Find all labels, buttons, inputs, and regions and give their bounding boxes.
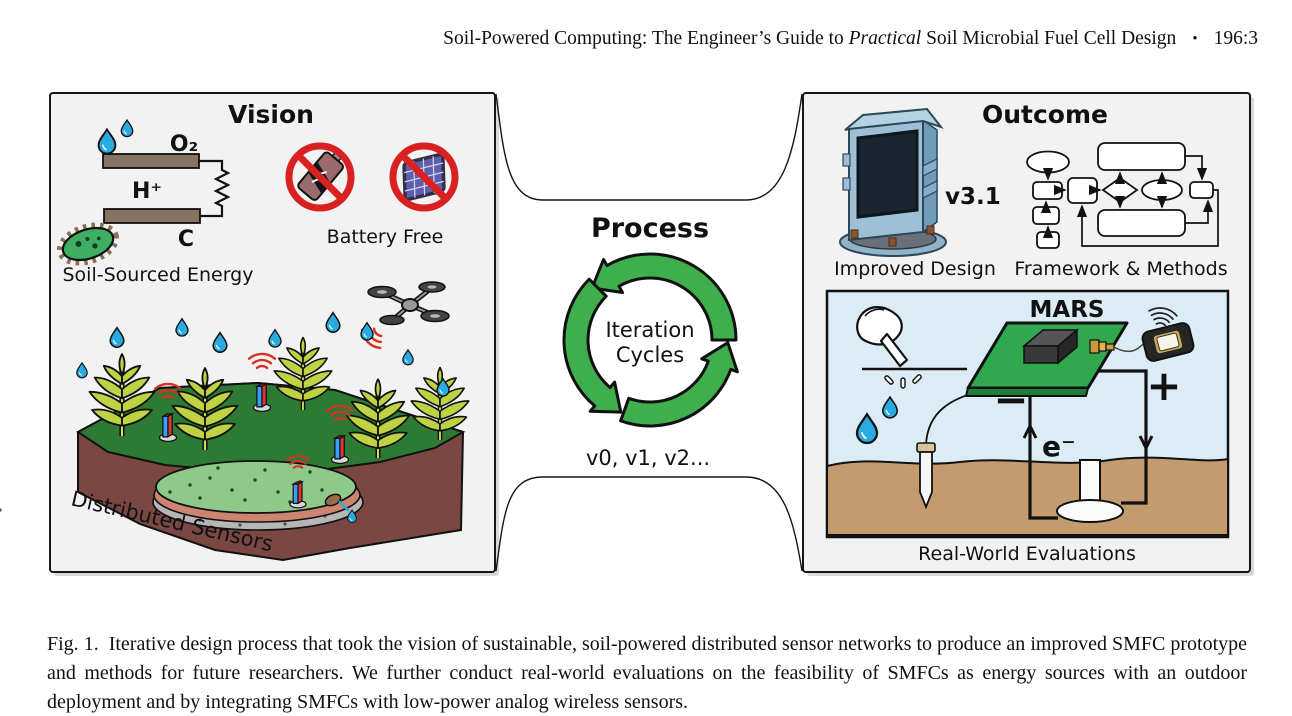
- figure-caption-number: Fig. 1.: [47, 633, 99, 655]
- device-render-icon: [839, 107, 947, 257]
- soil-electrode-icon: [1056, 459, 1124, 523]
- anode-electrode-icon: [103, 208, 201, 224]
- versions-label: v0, v1, v2...: [586, 446, 710, 470]
- sma-connector-icon: [1089, 339, 1115, 354]
- drain-pipe-icon: [324, 493, 342, 507]
- funnel-bottom-curve: [495, 476, 803, 572]
- vision-panel: Vision O₂ H⁺ C Soil-Sourced Energy: [0, 92, 496, 573]
- mars-title: MARS: [1030, 297, 1105, 323]
- flowchart-icon: [1026, 142, 1219, 249]
- cycle-arrows-icon: [562, 252, 739, 428]
- carbon-label: C: [178, 227, 194, 252]
- cathode-electrode-icon: [102, 153, 200, 169]
- header-separator-dot: •: [1192, 31, 1198, 47]
- figure-caption-text: Iterative design process that took the v…: [47, 633, 1248, 713]
- no-solar-panel-icon: [389, 142, 459, 212]
- impact-marks: [884, 374, 922, 389]
- battery-free-label: Battery Free: [327, 226, 444, 248]
- terrain-illustration: Distributed Sensors: [0, 281, 469, 562]
- framework-methods-label: Framework & Methods: [1014, 258, 1227, 280]
- iteration-cycles-line1: Iteration: [605, 318, 694, 342]
- oxygen-label: O₂: [170, 132, 198, 157]
- paper-title-suffix: Soil Microbial Fuel Cell Design: [921, 28, 1177, 49]
- drone-icon: [367, 281, 450, 326]
- outcome-title: Outcome: [982, 100, 1108, 129]
- soil-energy-diagram: O₂ H⁺ C Soil-Sourced Energy: [56, 119, 254, 286]
- soil-ground: [826, 456, 1229, 536]
- paper-title-prefix: Soil-Powered Computing: The Engineer’s G…: [443, 28, 849, 49]
- pcb-icon: [965, 321, 1129, 397]
- mars-panel: MARS − + e⁻: [825, 289, 1230, 539]
- device-version-label: v3.1: [945, 184, 1001, 210]
- funnel-top-curve: [495, 93, 803, 201]
- wifi-signal-icon: [1148, 307, 1178, 327]
- minus-terminal-label: −: [993, 375, 1028, 424]
- paper-title-italic: Practical: [848, 28, 922, 49]
- vision-title: Vision: [228, 100, 314, 129]
- process-title: Process: [591, 213, 709, 244]
- battery-free-group: Battery Free: [285, 142, 459, 248]
- outcome-panel: Outcome v3.1 Improved Design: [802, 92, 1251, 573]
- resistor-icon: [199, 159, 231, 218]
- excavation-crater: [0, 460, 364, 531]
- page-number: 196:3: [1213, 28, 1258, 49]
- soil-sourced-energy-label: Soil-Sourced Energy: [63, 264, 254, 286]
- process-section: Process Iteration Cycles v0, v1, v2...: [495, 93, 803, 572]
- improved-design-label: Improved Design: [834, 258, 996, 280]
- no-battery-icon: [285, 142, 355, 212]
- electron-flow-label: e⁻: [1042, 430, 1076, 463]
- iteration-cycles-line2: Cycles: [616, 343, 684, 367]
- microbe-icon: [56, 222, 120, 266]
- plus-terminal-label: +: [1146, 361, 1181, 410]
- proton-label: H⁺: [132, 179, 162, 204]
- real-world-evaluations-label: Real-World Evaluations: [918, 543, 1136, 565]
- page-header: Soil-Powered Computing: The Engineer’s G…: [443, 28, 1258, 50]
- wifi-device-icon: [1141, 322, 1195, 362]
- probe-icon: [916, 442, 936, 510]
- figure-caption: Fig. 1.Iterative design process that too…: [47, 630, 1247, 716]
- pointing-hand-icon: [856, 306, 909, 368]
- chip-icon: [1021, 328, 1080, 365]
